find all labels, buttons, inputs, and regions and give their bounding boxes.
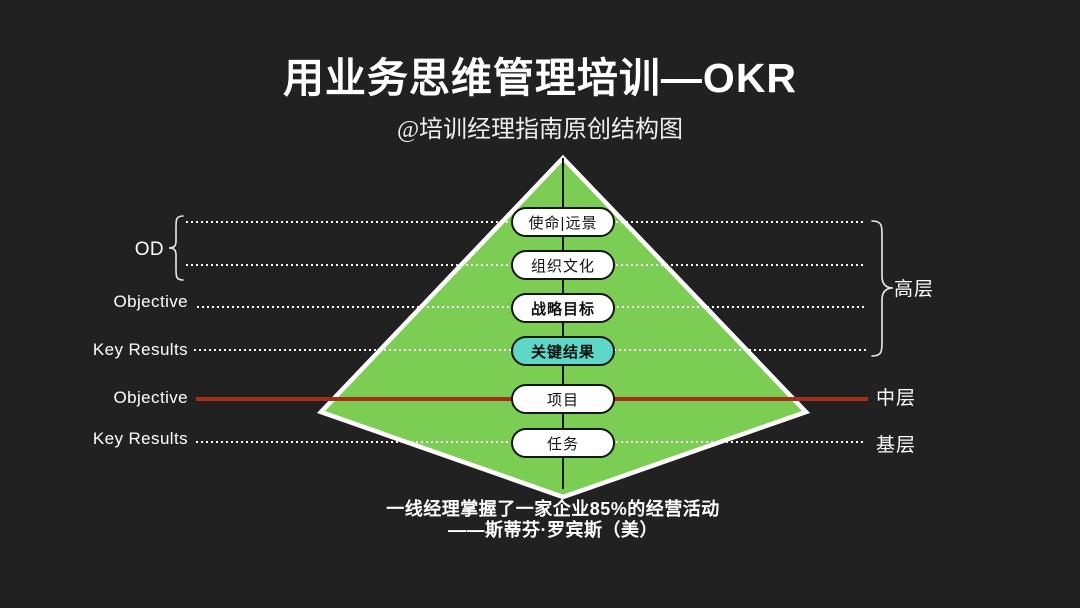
- left-label-key-results-top: Key Results: [92, 340, 188, 359]
- slide-subtitle: @培训经理指南原创结构图: [396, 117, 684, 143]
- right-label-top-level: 高层: [894, 279, 935, 300]
- left-label-od: OD: [134, 239, 164, 260]
- left-label-key-results-bottom: Key Results: [92, 429, 188, 448]
- pill-strategic-goals: 战略目标: [511, 293, 615, 323]
- page-title: 用业务思维管理培训—OKR: [282, 55, 798, 101]
- quote-text: 一线经理掌握了一家企业85%的经营活动: [386, 499, 720, 519]
- left-label-objective-top: Objective: [113, 292, 188, 311]
- pill-mission-vision: 使命|远景: [511, 207, 615, 237]
- pill-key-results: 关键结果: [511, 336, 615, 366]
- pill-org-culture: 组织文化: [511, 250, 615, 280]
- right-label-base-level: 基层: [876, 435, 917, 456]
- left-label-objective-mid: Objective: [113, 388, 188, 407]
- quote-attribution: ——斯蒂芬·罗宾斯（美）: [448, 520, 658, 540]
- pill-project: 项目: [511, 384, 615, 414]
- od-brace-icon: [168, 215, 184, 281]
- footer-quote: 一线经理掌握了一家企业85%的经营活动 ——斯蒂芬·罗宾斯（美）: [13, 499, 1080, 541]
- top-level-brace-icon: [871, 220, 894, 357]
- pill-task: 任务: [511, 428, 615, 458]
- right-label-middle-level: 中层: [876, 388, 917, 409]
